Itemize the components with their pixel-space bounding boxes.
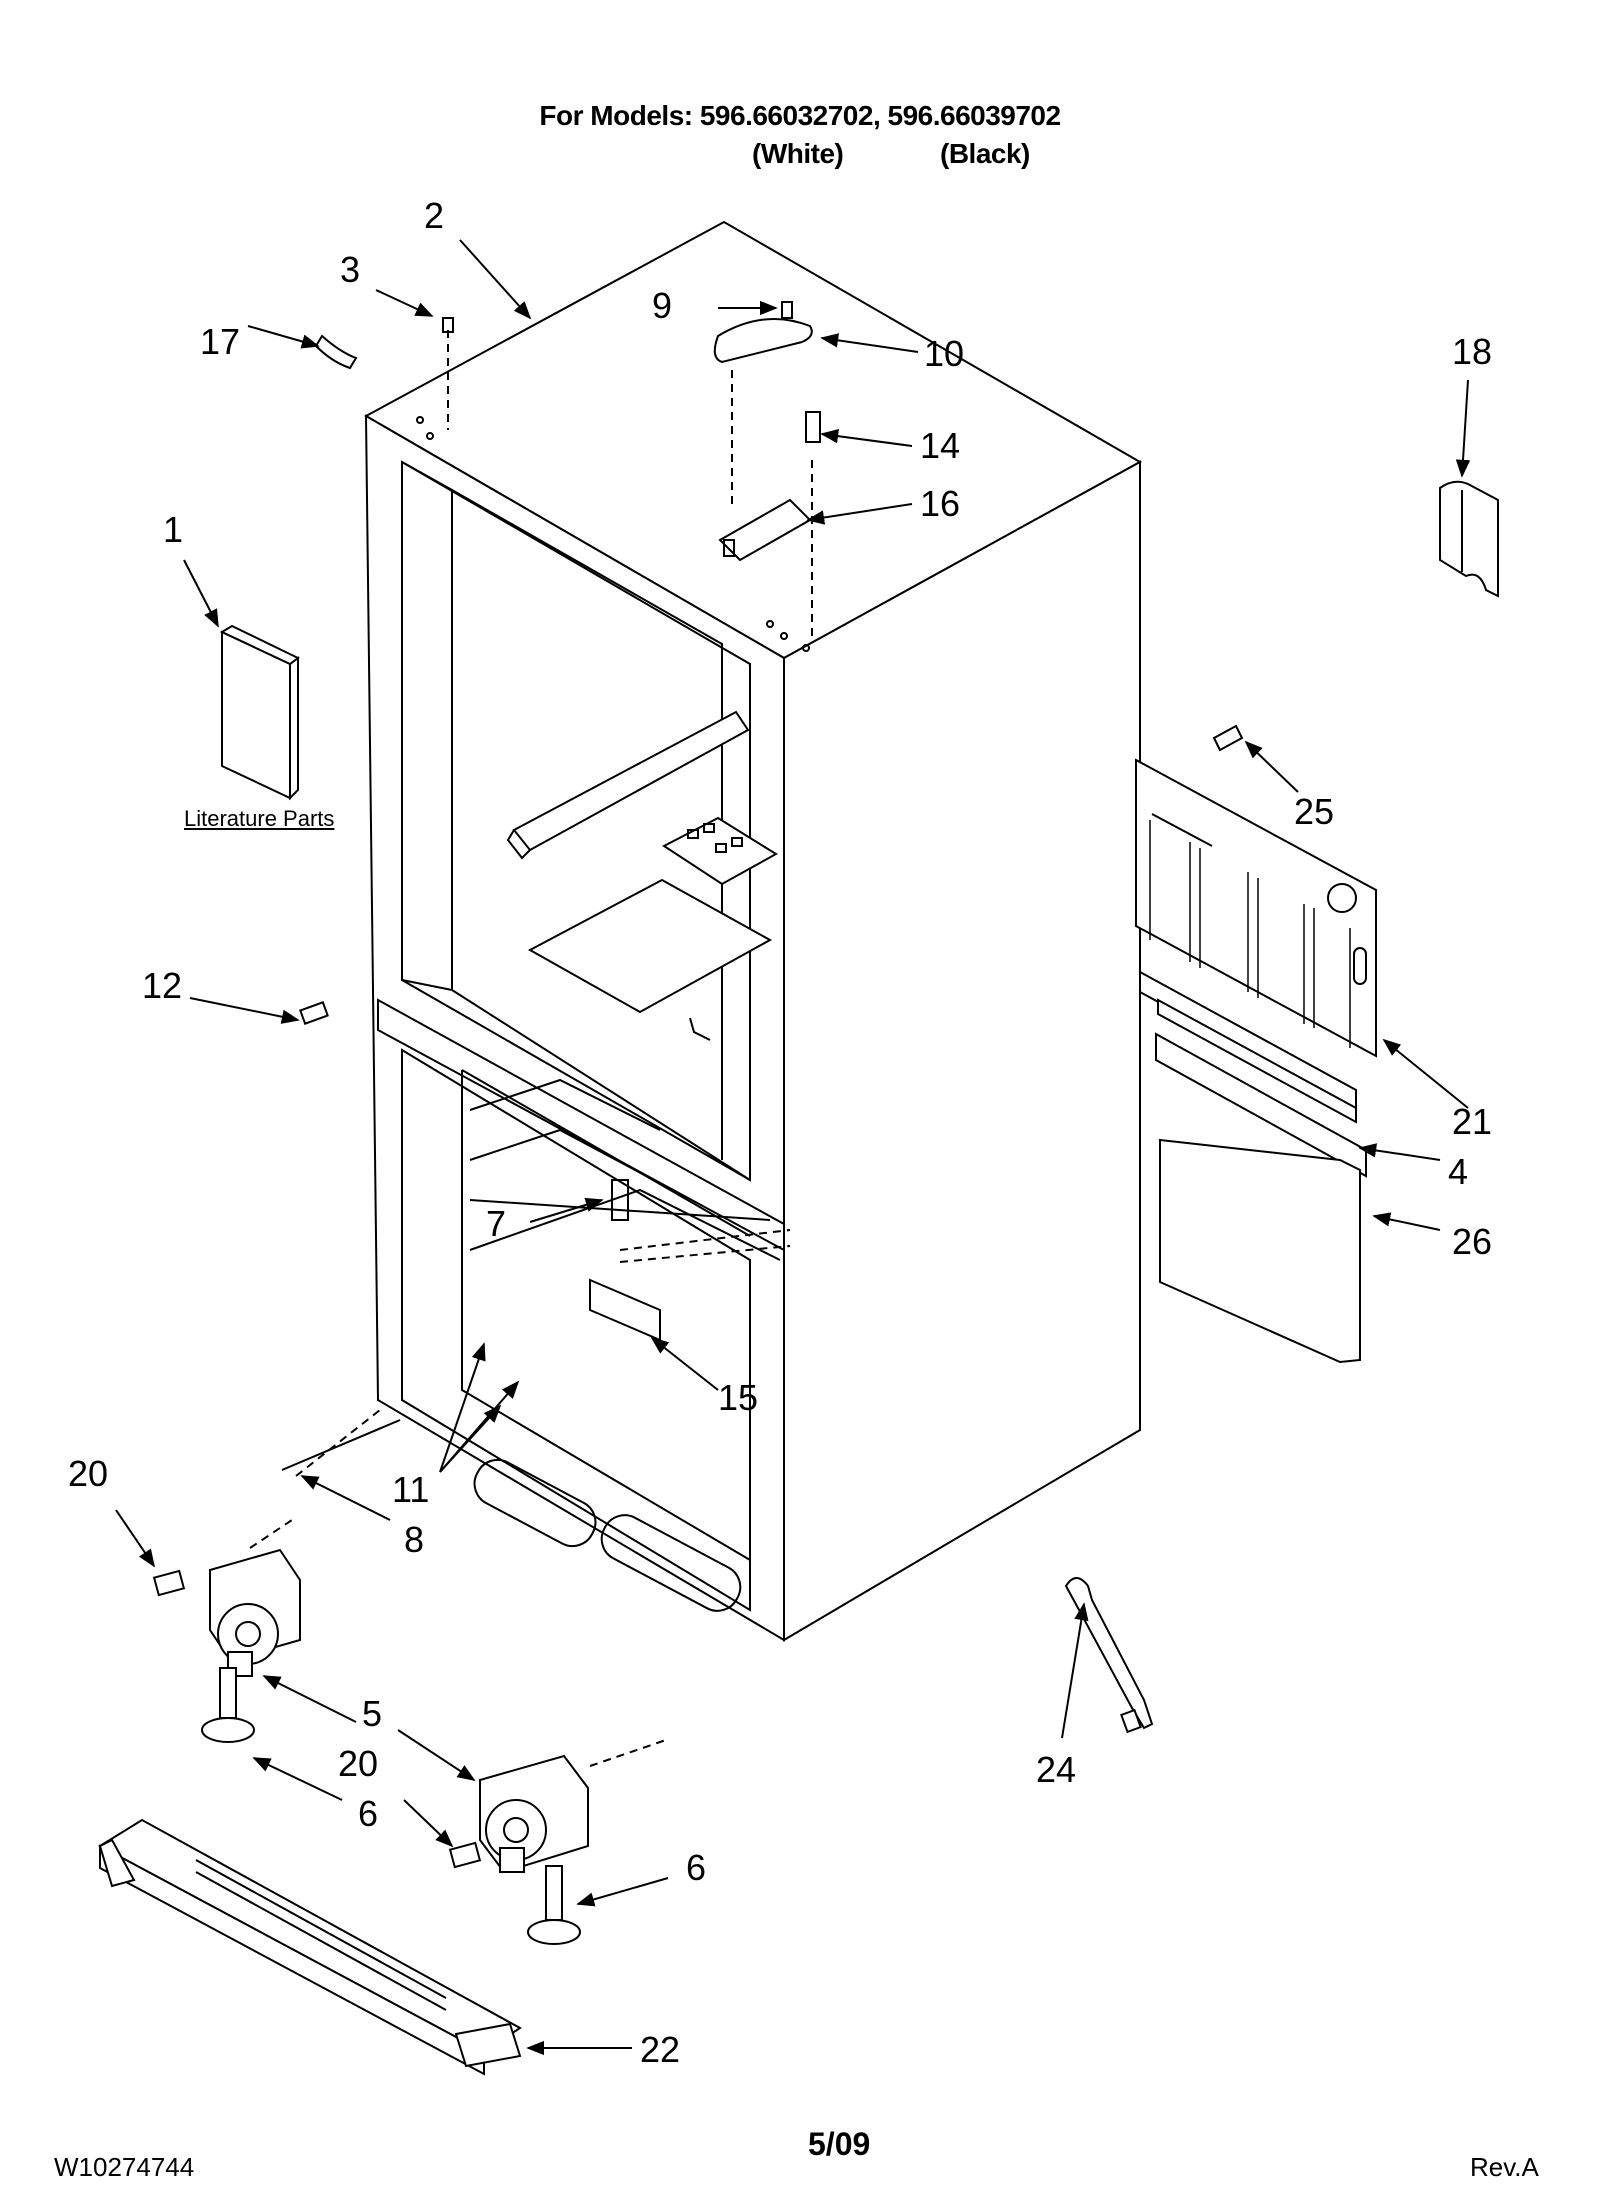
screw-20-drawing — [152, 1569, 482, 1869]
callout-20b: 20 — [338, 1743, 378, 1784]
callout-26: 26 — [1452, 1221, 1492, 1262]
rear-grille-drawing — [1135, 724, 1377, 1364]
callout-11: 11 — [392, 1469, 429, 1510]
callout-9: 9 — [652, 285, 672, 326]
literature-book-drawing — [219, 624, 300, 801]
callout-21: 21 — [1452, 1101, 1492, 1142]
callout-6b: 6 — [686, 1847, 706, 1888]
part-18-drawing — [1439, 480, 1499, 598]
grille-slots — [1149, 820, 1351, 1048]
revision-label: Rev.A — [1470, 2152, 1539, 2182]
part-17-drawing — [314, 334, 358, 370]
callout-8: 8 — [404, 1519, 424, 1560]
callout-16: 16 — [920, 483, 960, 524]
callout-20a: 20 — [68, 1453, 108, 1494]
callout-15: 15 — [718, 1377, 758, 1418]
revision-date: 5/09 — [808, 2126, 871, 2162]
callout-5a: 5 — [362, 1693, 382, 1734]
callout-24: 24 — [1036, 1749, 1076, 1790]
callout-2: 2 — [424, 195, 444, 236]
callout-1: 1 — [163, 509, 183, 550]
roller-dash-lines — [249, 1519, 667, 1767]
callout-12: 12 — [142, 965, 182, 1006]
callout-18: 18 — [1452, 331, 1492, 372]
callout-arrows — [115, 239, 1471, 2056]
leveling-leg-drawing — [201, 1667, 581, 1945]
models-header: For Models: 596.66032702, 596.66039702 — [539, 100, 1061, 131]
color-black-label: (Black) — [940, 138, 1030, 169]
callout-22: 22 — [640, 2029, 680, 2070]
toe-grille-drawing — [98, 1818, 522, 2076]
cabinet-drawing — [281, 220, 1143, 1642]
callout-10: 10 — [924, 333, 964, 374]
callout-labels: 1 2 3 4 5 6 6 7 8 9 10 11 12 14 15 16 17… — [68, 195, 1492, 2070]
callout-7: 7 — [486, 1203, 506, 1244]
callout-17: 17 — [200, 321, 240, 362]
callout-25: 25 — [1294, 791, 1334, 832]
callout-14: 14 — [920, 425, 960, 466]
doc-number: W10274744 — [54, 2152, 195, 2182]
callout-4: 4 — [1448, 1151, 1468, 1192]
part-24-drawing — [1064, 1577, 1154, 1734]
roller-assembly-drawing — [209, 1548, 589, 1874]
color-white-label: (White) — [752, 138, 844, 169]
literature-parts-label: Literature Parts — [184, 806, 335, 831]
callout-3: 3 — [340, 249, 360, 290]
callout-6a: 6 — [358, 1793, 378, 1834]
